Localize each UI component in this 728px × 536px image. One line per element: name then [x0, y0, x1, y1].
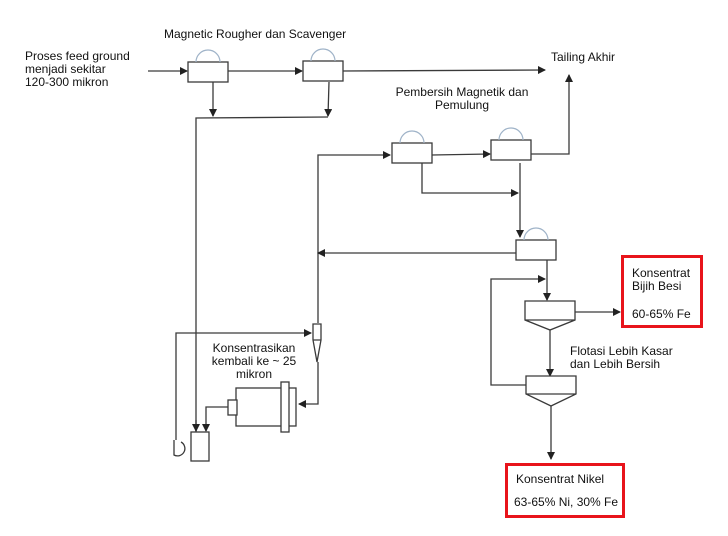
flotation-recycle-loop: [490, 275, 546, 386]
flotation-cleaner-cell: [525, 375, 577, 407]
cleaner-label-line: Pembersih Magnetik dan: [395, 85, 529, 99]
cleaner-label: Pembersih Magnetik dan Pemulung: [392, 86, 532, 112]
iron-concentrate-title-line: Bijih Besi: [632, 279, 682, 293]
magnet-drum-icon: [310, 48, 336, 62]
cleaner-label-line: Pemulung: [434, 98, 490, 112]
regrind-label-line: kembali ke ~ 25: [211, 354, 297, 368]
ball-mill-feed-end: [227, 399, 238, 416]
stream-cleaner-to-tailing: [531, 74, 573, 155]
regrind-label: Konsentrasikan kembali ke ~ 25 mikron: [204, 342, 304, 381]
tailing-label: Tailing Akhir: [551, 50, 616, 64]
ball-mill-flange: [280, 381, 290, 433]
nickel-concentrate-title: Konsentrat Nikel: [516, 472, 605, 486]
flotation-label-line: dan Lebih Bersih: [570, 357, 661, 371]
magnetic-rougher-separator: [187, 61, 229, 83]
flotation-rougher-cell: [524, 300, 576, 331]
magnet-drum-icon: [498, 127, 524, 141]
flotation-label-line: Flotasi Lebih Kasar: [570, 344, 673, 358]
magnetic-scavenger-separator: [302, 60, 344, 82]
stream-sep2-conc: [324, 81, 333, 117]
iron-concentrate-title: Konsentrat Bijih Besi: [632, 267, 690, 293]
stream-pump-to-cyclone: [175, 329, 312, 440]
iron-concentrate-title-line: Konsentrat: [632, 266, 691, 280]
iron-concentrate-box: Konsentrat Bijih Besi 60-65% Fe: [621, 255, 703, 328]
feed-to-cleaner: [317, 151, 391, 323]
feed-label-line: menjadi sekitar: [25, 62, 106, 76]
nickel-concentrate-grade: 63-65% Ni, 30% Fe: [514, 495, 619, 509]
stream-cyclone-to-mill: [298, 362, 319, 408]
hydrocyclone: [312, 323, 322, 363]
feed-label-line: Proses feed ground: [25, 49, 130, 63]
pump-icon: [173, 440, 186, 457]
feed-label-line: 120-300 mikron: [25, 75, 109, 89]
feed-label: Proses feed ground menjadi sekitar 120-3…: [25, 50, 130, 89]
magnetic-cleaner-separator: [391, 142, 433, 164]
stream-cleaner1-conc: [421, 162, 519, 197]
sump: [190, 431, 210, 462]
rougher-scavenger-label: Magnetic Rougher dan Scavenger: [164, 27, 347, 41]
magnet-drum-icon: [523, 227, 549, 241]
iron-concentrate-grade: 60-65% Fe: [632, 307, 691, 321]
regrind-label-line: mikron: [235, 367, 272, 381]
nickel-concentrate-box: Konsentrat Nikel 63-65% Ni, 30% Fe: [505, 463, 625, 518]
flotation-label: Flotasi Lebih Kasar dan Lebih Bersih: [570, 345, 673, 371]
regrind-label-line: Konsentrasikan: [212, 341, 296, 355]
stream-mill-to-sump: [202, 406, 228, 432]
magnet-drum-icon: [195, 49, 221, 63]
rougher-conc-collector: [195, 116, 329, 446]
magnet-drum-icon: [399, 130, 425, 144]
magnetic-recleaner-separator: [490, 139, 532, 161]
stream-to-tailing: [341, 66, 546, 75]
magnetic-third-separator: [515, 239, 557, 261]
stream-cleaner1-cleaner2: [431, 150, 491, 159]
